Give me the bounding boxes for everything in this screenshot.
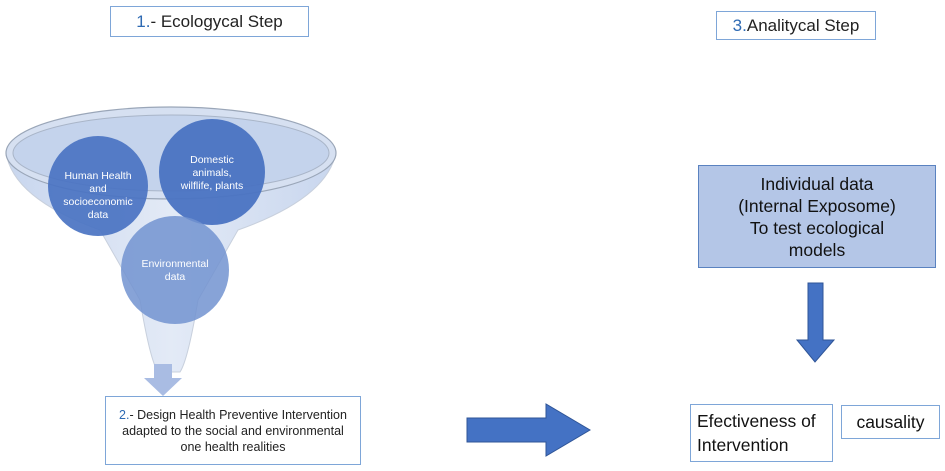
design-step-text: - Design Health Preventive Intervention bbox=[129, 407, 347, 422]
design-step-line3: one health realities bbox=[180, 439, 286, 454]
funnel-down-arrow bbox=[144, 364, 182, 396]
circle-domestic bbox=[159, 119, 265, 225]
right-arrow bbox=[466, 403, 591, 457]
down-arrow bbox=[795, 282, 836, 363]
design-intervention-box: 2.- Design Health Preventive Interventio… bbox=[105, 396, 361, 465]
circle-human-health bbox=[48, 136, 148, 236]
analytical-step-text: Analitycal Step bbox=[746, 15, 860, 35]
analytical-step-title: 3. Analitycal Step bbox=[716, 11, 876, 40]
effectiveness-box: Efectiveness of Intervention bbox=[690, 404, 833, 462]
ecological-step-text: - Ecologycal Step bbox=[150, 11, 283, 31]
design-step-number: 2. bbox=[119, 407, 130, 422]
circle-environmental bbox=[121, 216, 229, 324]
individual-data-box: Individual data (Internal Exposome) To t… bbox=[698, 165, 936, 268]
ecological-step-number: 1. bbox=[136, 11, 151, 31]
design-step-line2: adapted to the social and environmental bbox=[122, 423, 344, 438]
analytical-step-number: 3. bbox=[732, 15, 747, 35]
causality-box: causality bbox=[841, 405, 940, 439]
ecological-step-title: 1.- Ecologycal Step bbox=[110, 6, 309, 37]
circle-label-domestic: Domestic animals, wilflife, plants bbox=[180, 154, 244, 192]
circle-label-human-health: Human Health and socioeconomic data bbox=[63, 170, 133, 221]
circle-label-environmental: Environmental data bbox=[141, 258, 209, 283]
